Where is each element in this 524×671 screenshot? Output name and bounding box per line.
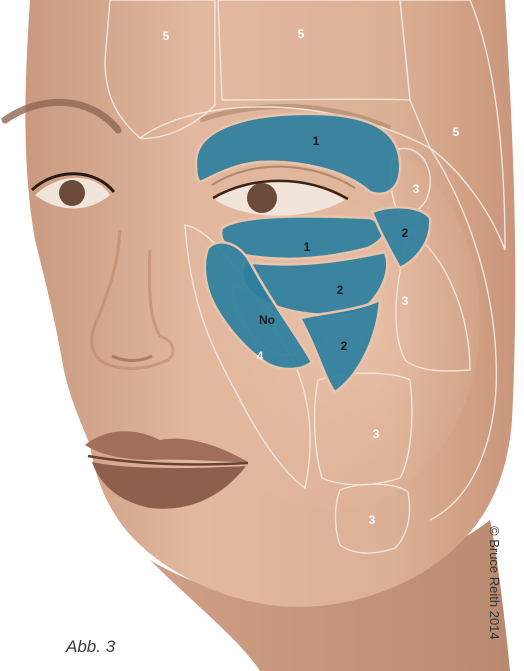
label-nasolabial: No xyxy=(259,313,275,327)
copyright-notice: © Bruce Reith 2014 xyxy=(487,526,502,640)
label-forehead-left: 5 xyxy=(163,29,170,43)
left-iris xyxy=(59,180,85,206)
label-malar-lateral: 2 xyxy=(402,226,409,240)
label-malar-lower: 2 xyxy=(341,339,348,353)
label-forehead-center: 5 xyxy=(298,27,305,41)
label-chin-lateral: 3 xyxy=(369,513,376,527)
label-malar-middle: 2 xyxy=(337,283,344,297)
right-iris xyxy=(247,183,277,213)
label-lateral-orbit: 3 xyxy=(413,182,420,196)
figure-caption: Abb. 3 xyxy=(66,637,115,657)
label-cheek-lateral: 3 xyxy=(402,294,409,308)
label-medial-cheek: 4 xyxy=(257,349,264,363)
label-jowl: 3 xyxy=(373,427,380,441)
label-brow-pad: 1 xyxy=(313,134,320,148)
label-temple: 5 xyxy=(453,125,460,139)
label-infraorbital-pad: 1 xyxy=(304,240,311,254)
